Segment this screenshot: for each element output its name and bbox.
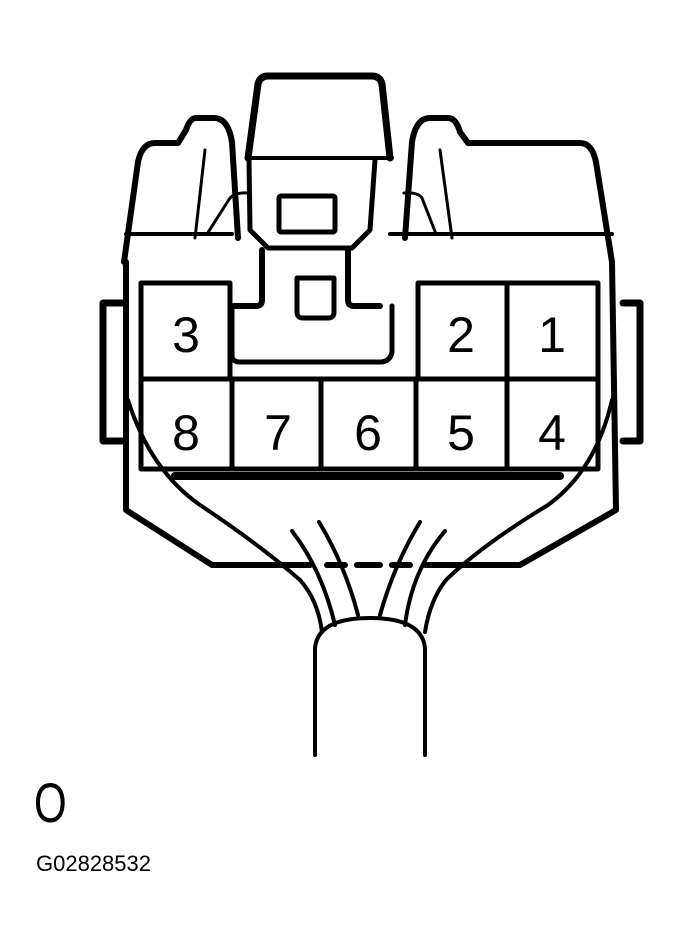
pin-2-label: 2: [447, 307, 475, 363]
right-side-tab: [619, 299, 644, 445]
pin-5-label: 5: [447, 405, 475, 461]
pin-1-label: 1: [538, 307, 566, 363]
pin-3-label: 3: [172, 307, 200, 363]
housing-outline: [121, 115, 241, 265]
cable: [313, 616, 427, 757]
pin-6-label: 6: [354, 405, 382, 461]
view-label: O: [34, 771, 67, 834]
wire-bundle: [290, 520, 447, 627]
pin-8-label: 8: [172, 405, 200, 461]
figure-id: G02828532: [36, 851, 151, 876]
connector-latch: [244, 72, 394, 162]
pin-4-label: 4: [538, 405, 566, 461]
latch-window: [276, 193, 338, 235]
pin-7-label: 7: [264, 405, 292, 461]
left-side-tab: [99, 299, 126, 445]
pin-grid: [138, 280, 601, 472]
pin-labels: 3 2 1 8 7 6 5 4: [172, 307, 566, 461]
